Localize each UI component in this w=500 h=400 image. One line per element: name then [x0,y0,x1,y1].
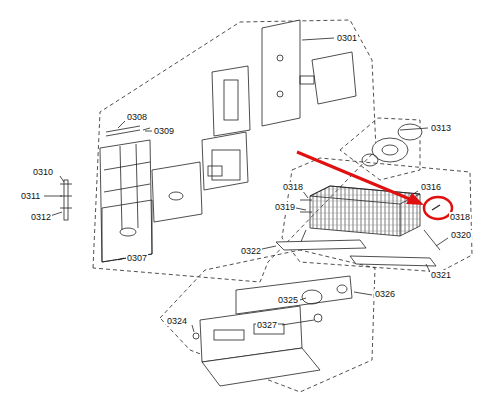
callout-number: 0318 [449,212,471,222]
callout-number: 0320 [450,230,472,240]
callout-number: 0326 [374,289,396,299]
callout-number: 0319 [274,202,296,212]
callout-number: 0321 [430,270,452,280]
callout-number: 0311 [20,191,41,201]
callout-number: 0309 [153,126,175,136]
callout-number: 0313 [430,123,452,133]
callout-number: 0322 [240,246,262,256]
callout-number: 0308 [126,112,148,122]
callout-number: 0318 [282,182,304,192]
callout-number: 0301 [336,33,358,43]
callout-number: 0310 [32,167,54,177]
callout-number: 0324 [166,316,188,326]
callout-number: 0325 [277,295,299,305]
callout-number: 0312 [30,212,52,222]
callout-number: 0327 [256,320,278,330]
callout-number: 0316 [420,182,442,192]
callout-number: 0307 [126,253,148,263]
